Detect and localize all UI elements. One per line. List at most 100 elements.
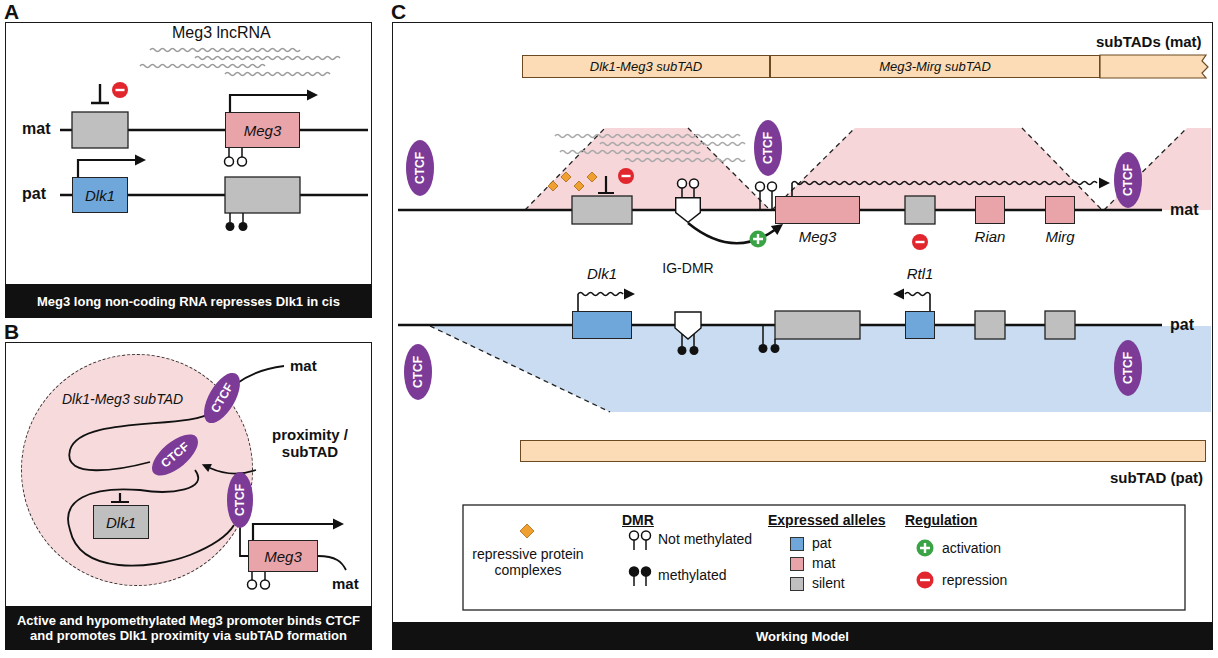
panel-b-art <box>248 580 257 589</box>
transcript-wave <box>555 135 740 138</box>
legend-lollipop-stem <box>633 576 635 586</box>
legend-activation-mark <box>920 543 930 553</box>
gene-box: Rtl1 <box>905 311 935 339</box>
panel-c-art <box>398 55 1211 610</box>
gene-name: Meg3 <box>799 228 837 245</box>
ctcf-text: CTCF <box>233 484 247 516</box>
ctcf-oval: CTCF <box>197 367 248 428</box>
text-label: DMR <box>622 512 654 528</box>
panel-a-art <box>91 84 109 103</box>
panel-a-art <box>238 157 247 166</box>
activation-symbol <box>750 231 767 248</box>
panel-c-art <box>768 182 777 191</box>
text-label: mat <box>332 575 359 592</box>
legend-lollipop-stem <box>645 576 647 586</box>
panel-c-art <box>975 311 1005 339</box>
dmr-pentagon-shape <box>675 197 701 223</box>
legend-lollipop-head <box>630 567 639 576</box>
legend-text: Not methylated <box>658 531 752 547</box>
gene-name: Dlk1 <box>85 187 115 204</box>
band-text: subTAD (pat) <box>1110 469 1203 486</box>
panel-c-art <box>587 172 597 182</box>
text-label: Expressed alleles <box>768 512 886 528</box>
panel-c-art <box>463 505 1185 610</box>
panel-c-art <box>548 181 558 191</box>
legend-text: repressive protein complexes <box>466 546 590 578</box>
subtad-band: Meg3-Mirg subTAD <box>770 55 1100 78</box>
panel-b-art <box>236 366 284 384</box>
transcript-wave <box>225 73 330 76</box>
text-label: Regulation <box>905 512 977 528</box>
subtad-title: Dlk1-Meg3 subTAD <box>62 391 183 407</box>
ctcf-text: CTCF <box>158 439 192 470</box>
transcript-wave <box>600 143 745 146</box>
panel-b-art <box>21 354 253 586</box>
caption-text: Active and hypomethylated Meg3 promoter … <box>5 610 372 646</box>
legend-text: methylated <box>658 567 726 583</box>
panel-c-art <box>622 175 631 177</box>
text-label: mat <box>1170 201 1198 219</box>
panel-c-art <box>893 289 904 300</box>
ctcf-text: CTCF <box>208 381 236 416</box>
panel-c-art <box>574 181 584 191</box>
panel-letter: B <box>4 320 19 344</box>
panel-a-art <box>60 82 368 231</box>
legend-swatch <box>790 557 804 571</box>
panel-a-art <box>230 95 309 112</box>
panel-frame: AMeg3Dlk1Meg3 long non-coding RNA repres… <box>5 22 372 318</box>
ctcf-text: CTCF <box>1121 352 1135 384</box>
band-text: Dlk1-Meg3 subTAD <box>590 59 702 74</box>
ctcf-oval: CTCF <box>754 120 782 176</box>
panel-c-art <box>759 344 768 353</box>
panel-c-art <box>525 128 770 210</box>
panel-b-art <box>261 580 270 589</box>
panel-c-art <box>561 172 571 182</box>
panel-c-art <box>756 182 765 191</box>
legend-diamond <box>520 524 534 538</box>
band-text: Meg3-Mirg subTAD <box>879 59 991 74</box>
text-label: Meg3 lncRNA <box>172 24 271 42</box>
panel-a-art <box>72 112 128 148</box>
panel-a-art <box>112 82 128 98</box>
text-label: subTADs (mat) <box>1096 33 1202 50</box>
panel-c-art <box>1045 311 1075 339</box>
panel-a-art <box>225 157 234 166</box>
legend-repression-mark <box>920 579 930 581</box>
panel-b-art <box>333 519 344 530</box>
panel-c-art <box>775 311 860 339</box>
panel-b-art <box>111 493 129 502</box>
ctcf-text: CTCF <box>413 152 427 184</box>
legend-lollipop-head <box>642 567 651 576</box>
gene-name: Rian <box>975 228 1006 245</box>
transcript-wave <box>150 49 300 52</box>
gene-box: Mirg <box>1045 196 1075 224</box>
dmr-label: IG-DMR <box>662 260 713 277</box>
legend-repression-symbol <box>917 572 934 589</box>
activation-symbol <box>753 234 763 244</box>
panel-c-art <box>690 179 699 188</box>
panel-b-art <box>21 354 346 589</box>
panel-c-art <box>1099 178 1110 189</box>
ctcf-text: CTCF <box>761 132 775 164</box>
gene-name: Dlk1 <box>106 514 136 531</box>
panel-c-art <box>675 312 701 339</box>
panel-c-art <box>1104 128 1211 210</box>
caption-bar: Active and hypomethylated Meg3 promoter … <box>5 606 372 650</box>
legend-text: repression <box>942 572 1007 588</box>
ctcf-text: CTCF <box>1121 164 1135 196</box>
panel-b-art <box>240 526 248 556</box>
ctcf-oval: CTCF <box>227 472 253 528</box>
panel-c-art <box>678 179 687 188</box>
legend-text: mat <box>812 555 835 571</box>
activation-arrow <box>688 223 783 243</box>
gene-name: Mirg <box>1045 228 1074 245</box>
gene-name: Meg3 <box>244 122 282 139</box>
panel-b-art <box>210 468 256 474</box>
panel-a-art <box>226 222 235 231</box>
transcript-wave <box>578 293 623 296</box>
panel-c-art <box>678 346 687 355</box>
gene-name: Meg3 <box>264 548 302 565</box>
panel-a-art <box>116 89 125 91</box>
subtad-band: Dlk1-Meg3 subTAD <box>522 55 770 78</box>
panel-b-art <box>252 572 265 580</box>
